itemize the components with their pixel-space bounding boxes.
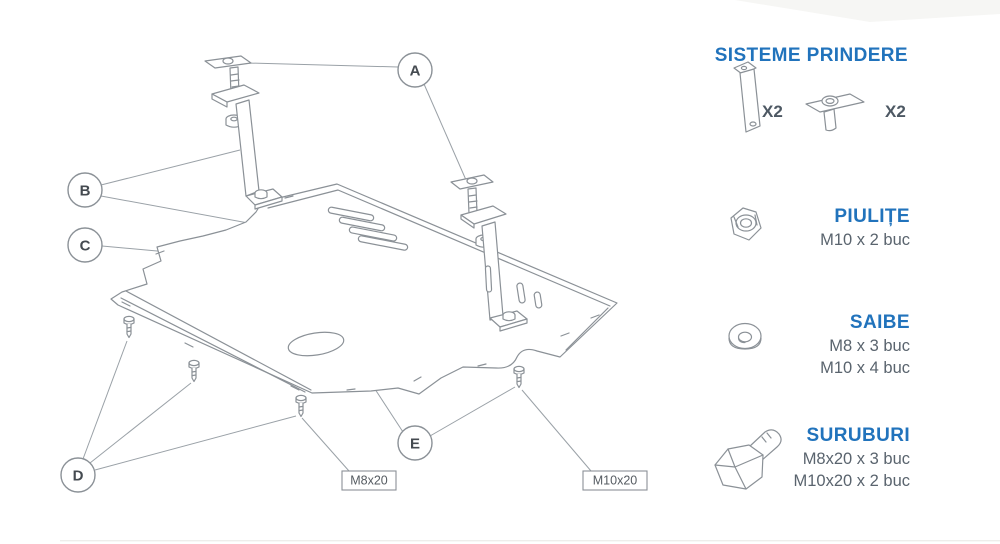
tag-m10x20-label: M10x20 — [593, 474, 638, 488]
callout-a-label: A — [410, 63, 421, 80]
nut-icon — [730, 207, 762, 241]
bracket-strap — [235, 99, 260, 197]
bracket-strap-icon — [733, 61, 761, 133]
callout-a: A — [397, 52, 433, 88]
callout-c-label: C — [80, 238, 91, 255]
screw-m8-2 — [188, 359, 200, 383]
parts-legend: SISTEME PRINDERE X2 X2 PIULIȚE M10 x 2 b… — [714, 45, 910, 490]
page-bottom-rule — [60, 540, 1000, 542]
screw-m8-1 — [123, 315, 135, 339]
bracket-qty-label: X2 — [762, 102, 783, 121]
front-strip-fold — [125, 290, 312, 391]
legend-section-line: M8x20 x 3 buc — [803, 450, 910, 468]
tag-m8x20: M8x20 — [341, 470, 397, 491]
mounting-bracket-left — [204, 55, 283, 210]
legend-section-title: SAIBE — [850, 312, 910, 333]
legend-title: SISTEME PRINDERE — [715, 45, 908, 66]
screw-m10 — [513, 365, 525, 389]
legend-section-title: PIULIȚE — [834, 206, 910, 227]
t-bolt-right — [450, 174, 494, 215]
bolt-icon — [714, 429, 782, 490]
tag-m8x20-label: M8x20 — [350, 474, 388, 488]
skid-plate-drawing: A B C D E M8x20 M10x20 — [60, 52, 648, 493]
callout-e: E — [397, 425, 433, 461]
skid-plate — [110, 183, 618, 395]
callout-d-label: D — [73, 468, 84, 485]
legend-section-line: M10 x 4 buc — [820, 359, 910, 377]
callout-d: D — [60, 457, 96, 493]
oval-cutout — [287, 331, 345, 357]
callout-e-label: E — [410, 436, 420, 453]
callout-b-label: B — [80, 183, 91, 200]
callout-c: C — [67, 227, 103, 263]
side-slots — [516, 282, 543, 309]
hole-marks — [121, 195, 600, 391]
tbolt-qty-label: X2 — [885, 102, 906, 121]
legend-section-line: M10 x 2 buc — [820, 231, 910, 249]
screw-m8-3 — [295, 394, 307, 418]
mounting-bracket-right — [450, 174, 528, 332]
washer-icon — [728, 322, 762, 350]
legend-section-title: SURUBURI — [807, 425, 910, 446]
tag-m10x20: M10x20 — [582, 470, 648, 491]
page-corner-shade — [735, 0, 1000, 22]
legend-section-line: M10x20 x 2 buc — [794, 472, 910, 490]
vent-slots — [327, 206, 409, 251]
callout-b: B — [67, 172, 103, 208]
t-bolt-icon — [805, 93, 865, 132]
legend-section-line: M8 x 3 buc — [829, 337, 910, 355]
